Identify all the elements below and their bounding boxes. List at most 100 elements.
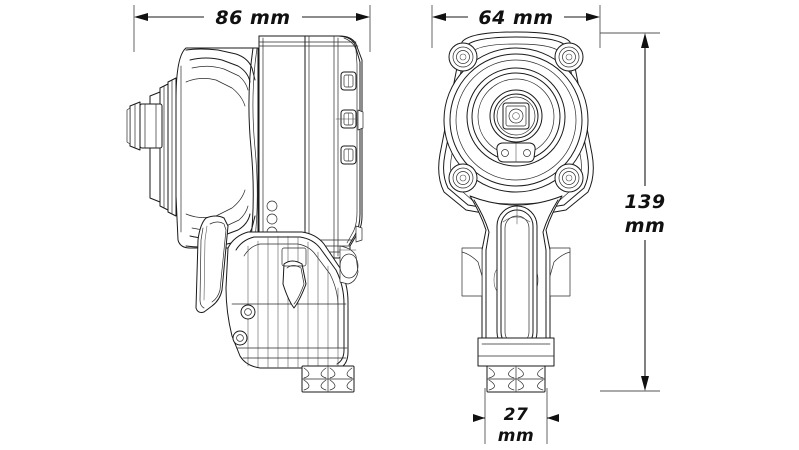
gear-case-bottom-chamfer-4 — [185, 189, 246, 218]
trigger-guard-cone — [282, 260, 307, 309]
hammer-case-bolt-bottom-left-ring — [452, 167, 474, 189]
dim-27-arrow-right — [547, 414, 559, 422]
hammer-case-bolt-bottom-right-socket — [565, 174, 573, 182]
air-inlet-front-thread-1 — [488, 367, 495, 379]
hammer-case-circle-3 — [455, 59, 577, 181]
dim-27-label-value: 27 — [504, 405, 529, 425]
grip-flange-right-contour — [549, 251, 571, 277]
trigger-lever-inner-3 — [203, 225, 208, 301]
grip-body — [225, 231, 349, 369]
grip-texture-ribs — [247, 235, 339, 368]
dim-27-label-unit: mm — [498, 426, 534, 446]
gear-case-top-chamfer-2 — [189, 57, 251, 83]
air-inlet-thread-6 — [320, 379, 327, 391]
trigger-guard-base — [281, 247, 307, 267]
hammer-case-circle-2 — [449, 53, 583, 187]
hammer-case-bolt-top-left-socket — [459, 53, 467, 61]
housing-side-nub — [355, 225, 363, 243]
square-drive-front-inner — [505, 105, 527, 127]
square-drive-shaft — [139, 103, 163, 149]
grip-flange-left — [461, 247, 483, 297]
gear-case-block — [175, 47, 259, 249]
air-inlet-fitting-side — [301, 365, 355, 393]
air-inlet-thread-5 — [303, 379, 310, 391]
hammer-case-contour-1 — [443, 36, 589, 210]
air-inlet-thread-3 — [329, 367, 336, 379]
dim-139-text-bg — [614, 186, 676, 240]
gear-case-contour-curve-2 — [252, 47, 258, 249]
grip-bolt-hole-2-inner — [236, 334, 244, 342]
side-detent-tab — [357, 109, 364, 131]
grip-bolt-hole-2 — [232, 330, 248, 346]
air-inlet-thread-8 — [346, 379, 353, 391]
square-drive-detent-pin — [512, 112, 520, 120]
hammer-case-bolt-top-right-socket — [565, 53, 573, 61]
grip-flange-left-contour — [461, 251, 483, 277]
hammer-case-bolts — [448, 42, 584, 193]
oil-port-hole-left — [501, 149, 509, 157]
exhaust-deflector-opening — [339, 253, 359, 279]
air-inlet-thread-1 — [303, 367, 310, 379]
gear-case-top-chamfer-4 — [185, 78, 246, 107]
dimension-86mm: 86 mm — [133, 3, 371, 52]
hammer-case-bolt-bottom-right-ring — [558, 167, 580, 189]
oil-port-hole-right — [523, 149, 531, 157]
hammer-case-bolt-top-left-head — [456, 50, 470, 64]
air-inlet-front-thread-3 — [517, 367, 524, 379]
square-drive-center-hole — [508, 108, 524, 124]
hammer-case-bolt-bottom-right-head — [562, 171, 576, 185]
dim-27-arrow-left — [473, 414, 485, 422]
air-inlet-thread-2 — [320, 367, 327, 379]
motor-housing-outline — [258, 35, 363, 259]
front-view-group — [438, 31, 594, 393]
housing-right-shell-inner — [343, 37, 358, 244]
gear-case-top-chamfer-3 — [191, 65, 249, 91]
dim-86-label: 86 mm — [215, 7, 290, 29]
air-inlet-thread-7 — [329, 379, 336, 391]
air-inlet-thread-4 — [346, 367, 353, 379]
dim-139-label-unit: mm — [625, 215, 666, 237]
exhaust-hole-1 — [266, 200, 278, 212]
air-inlet-front-thread-7 — [517, 379, 524, 391]
trigger-slot-top-arc — [502, 216, 531, 223]
air-inlet-front-thread-2 — [508, 367, 515, 379]
trigger-front[interactable] — [504, 215, 530, 345]
dim-64-label: 64 mm — [478, 7, 553, 29]
dimension-139mm: 139 mm — [600, 32, 676, 392]
hammer-case-bolt-top-right-ring — [558, 46, 580, 68]
hammer-case-bolt-top-left-ring — [452, 46, 474, 68]
dim-64-arrow-right — [586, 13, 600, 21]
dim-139-label-value: 139 — [624, 191, 665, 213]
anvil-bearing-mid — [493, 93, 539, 139]
trigger-lever-inner-1 — [209, 221, 227, 303]
trigger-lever-inner-2 — [199, 227, 205, 309]
side-view-group — [126, 35, 364, 393]
hammer-case-bolt-top-right-head — [562, 50, 576, 64]
gear-case-top-chamfer — [185, 48, 256, 81]
dim-64-arrow-left — [432, 13, 446, 21]
dimension-27mm: 27 mm — [473, 388, 559, 446]
grip-contour-2 — [243, 243, 339, 349]
grip-bottom-block — [477, 337, 555, 367]
anvil-bearing-inner — [496, 96, 536, 136]
exhaust-hole-2 — [266, 213, 278, 225]
dimension-64mm: 64 mm — [431, 3, 601, 48]
air-inlet-fitting-front — [486, 365, 546, 393]
air-inlet-front-thread-4 — [537, 367, 544, 379]
grip-bolt-hole-1-inner — [244, 308, 252, 316]
hammer-case-bolt-bottom-left-socket — [459, 174, 467, 182]
air-inlet-front-thread-8 — [537, 379, 544, 391]
dim-86-arrow-left — [134, 13, 148, 21]
dim-64-text-bg — [468, 3, 564, 31]
grip-bolt-hole-1 — [240, 304, 256, 320]
air-inlet-front-thread-6 — [508, 379, 515, 391]
dim-139-arrow-top — [641, 33, 649, 48]
grip-contour-1 — [235, 236, 345, 365]
dim-86-arrow-right — [356, 13, 370, 21]
grip-flange-right — [549, 247, 571, 297]
power-regulator-buttons[interactable] — [340, 71, 357, 165]
gear-case-contour-curve — [248, 47, 254, 249]
hammer-case-bolt-bottom-left-head — [456, 171, 470, 185]
